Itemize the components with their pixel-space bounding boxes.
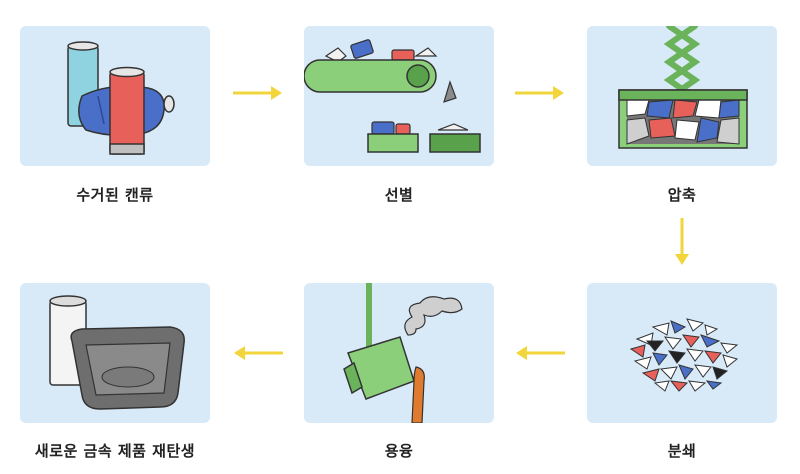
arrow-down-icon	[674, 218, 690, 266]
shredding-fragments-illustration	[587, 283, 777, 423]
step-collected-cans-card	[20, 26, 210, 166]
step-collected-cans-label: 수거된 캔류	[20, 184, 210, 205]
step-compression-label: 압축	[587, 184, 777, 205]
compression-press-illustration	[587, 26, 777, 166]
arrow-right-icon	[233, 85, 283, 101]
sorting-conveyor-illustration	[304, 26, 494, 166]
arrow-right-icon	[515, 85, 565, 101]
arrow-left-icon	[233, 345, 283, 361]
step-compression-card	[587, 26, 777, 166]
collected-cans-illustration	[20, 26, 210, 166]
step-melting-card	[304, 283, 494, 423]
new-metal-products-illustration	[20, 283, 210, 423]
step-new-products-card	[20, 283, 210, 423]
step-sorting-label: 선별	[304, 184, 494, 205]
melting-crucible-illustration	[304, 283, 494, 423]
step-shredding-card	[587, 283, 777, 423]
step-shredding-label: 분쇄	[587, 440, 777, 461]
step-new-products-label: 새로운 금속 제품 재탄생	[20, 440, 210, 461]
arrow-left-icon	[515, 345, 565, 361]
step-sorting-card	[304, 26, 494, 166]
step-melting-label: 용융	[304, 440, 494, 461]
